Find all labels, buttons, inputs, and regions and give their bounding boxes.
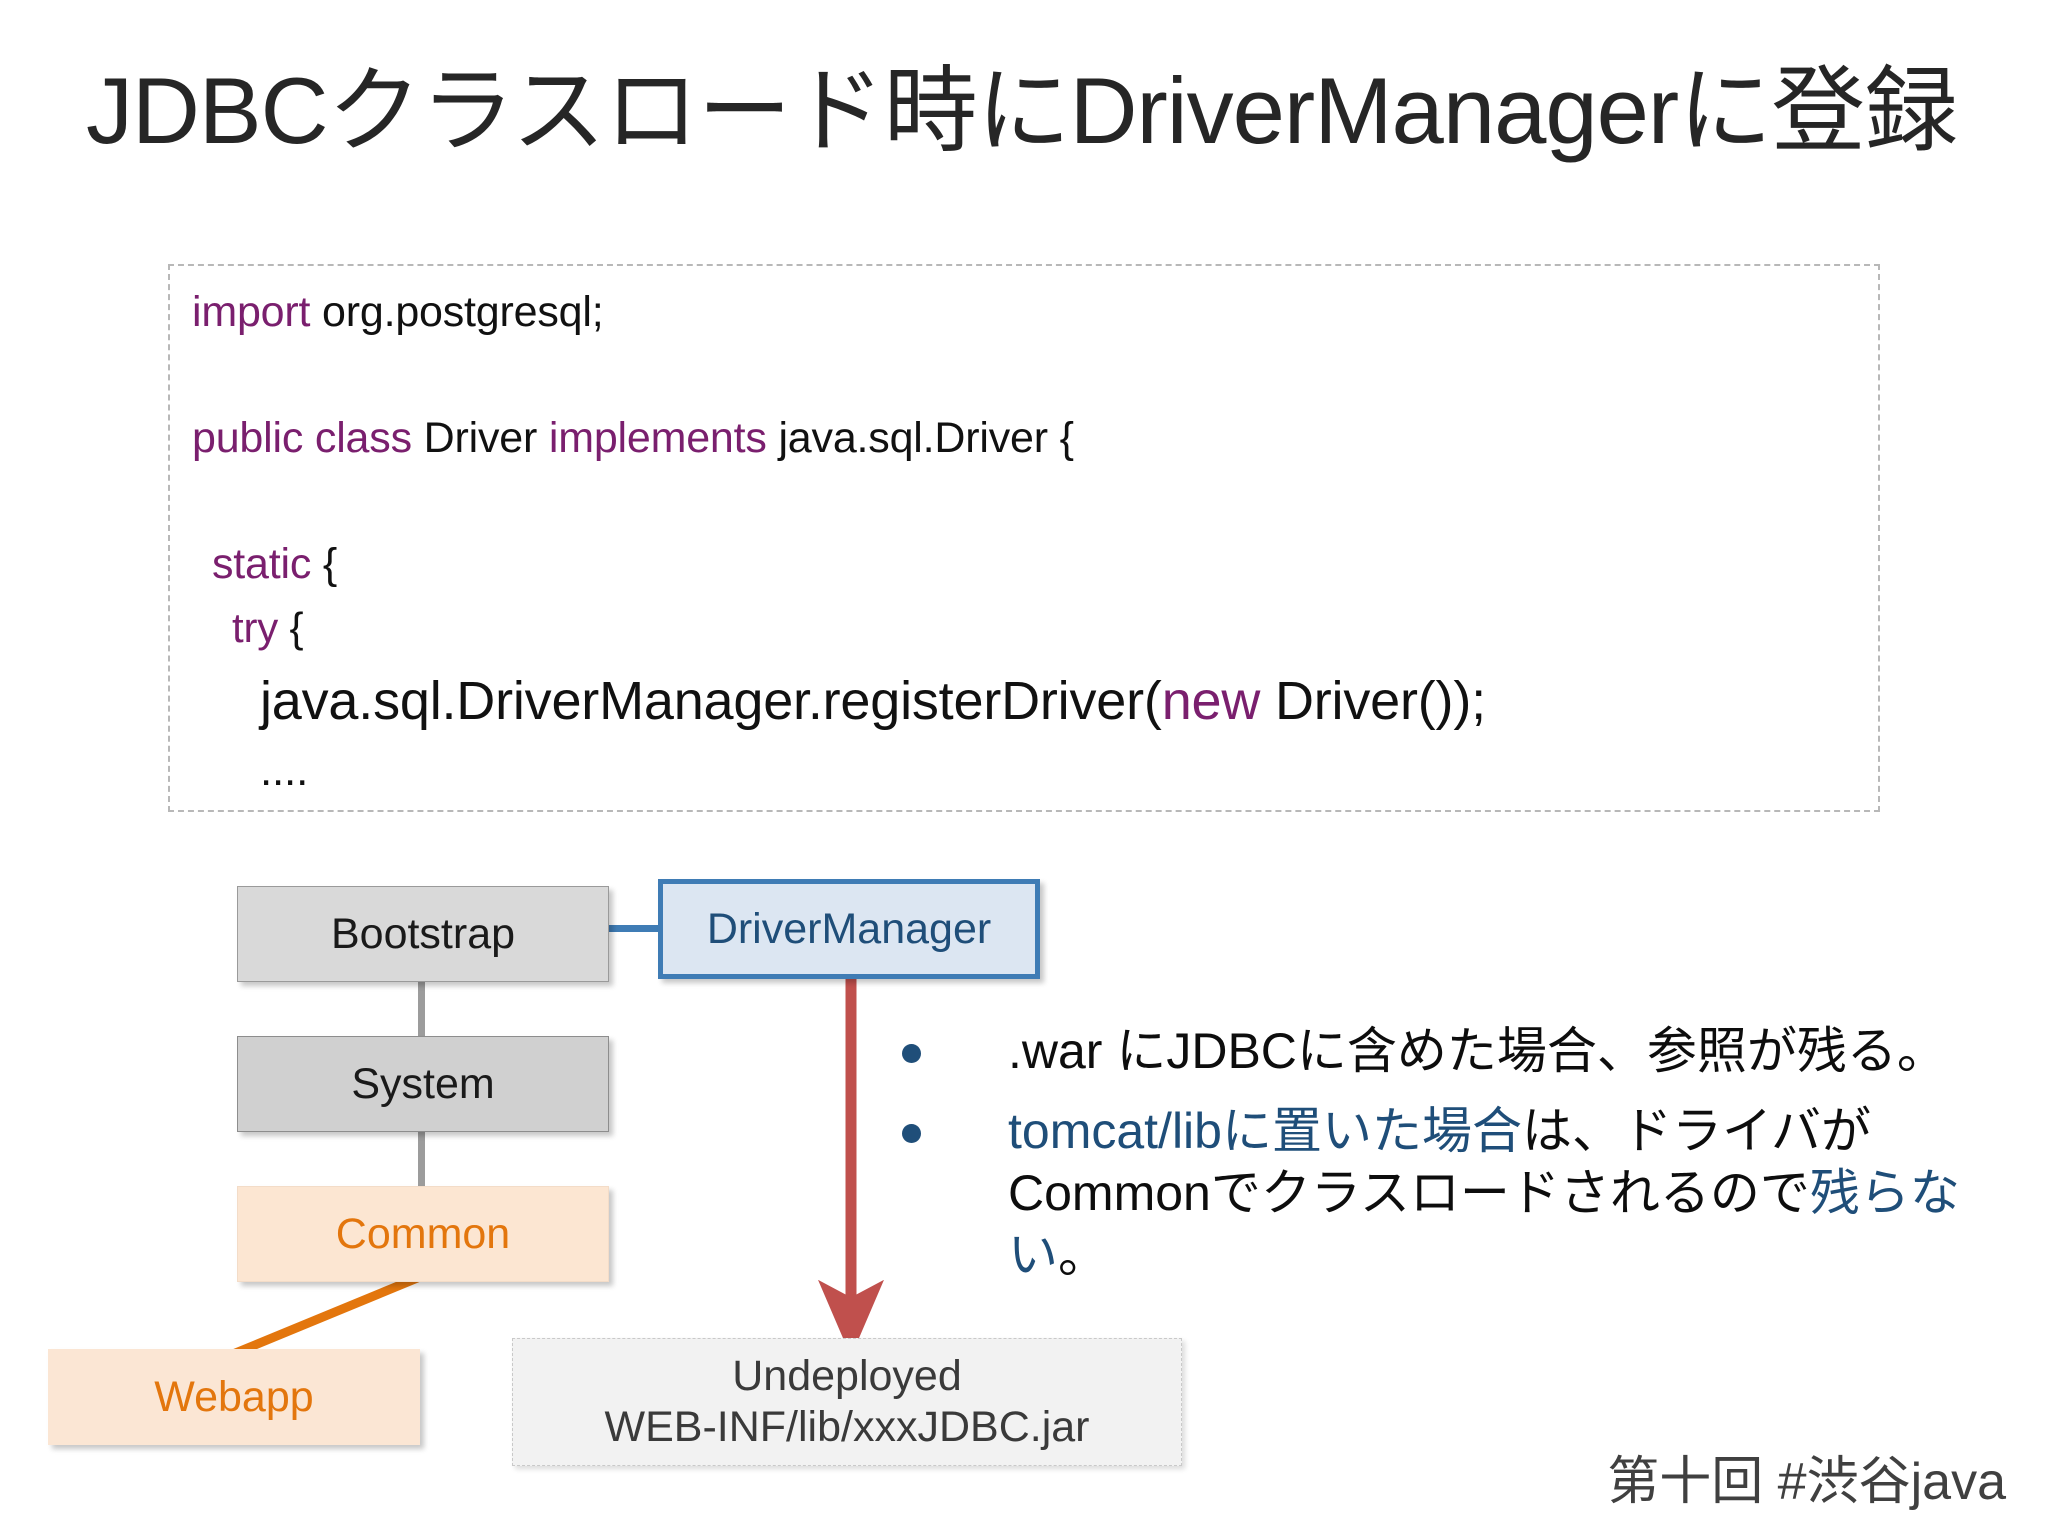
code-line-ellipsis: .... — [260, 746, 309, 795]
node-undeployed[interactable]: Undeployed WEB-INF/lib/xxxJDBC.jar — [512, 1338, 1182, 1466]
code-line-import: import org.postgresql; — [192, 288, 604, 337]
node-bootstrap-label: Bootstrap — [330, 909, 516, 958]
code-line-class: public class Driver implements java.sql.… — [192, 414, 1074, 463]
bullet-list: .war にJDBCに含めた場合、参照が残る。 tomcat/libに置いた場合… — [890, 1020, 2030, 1304]
connector-common-webapp — [232, 1266, 438, 1358]
code-block: import org.postgresql; public class Driv… — [168, 264, 1880, 812]
node-system[interactable]: System — [237, 1036, 609, 1132]
connector-bootstrap-system — [418, 982, 425, 1036]
bullet-item-1: .war にJDBCに含めた場合、参照が残る。 — [890, 1020, 2030, 1082]
node-undeployed-path: WEB-INF/lib/xxxJDBC.jar — [604, 1403, 1090, 1451]
node-webapp[interactable]: Webapp — [48, 1349, 420, 1445]
bullet-item-2-seg-nokori: 残らない — [1008, 1165, 1960, 1283]
bullet-item-2: tomcat/libに置いた場合は、ドライバが Commonでクラスロードされるの… — [890, 1100, 2030, 1286]
keyword-implements: implements — [548, 414, 767, 462]
bullet-item-2-seg-tomcat: tomcat/libに置いた場合 — [1008, 1103, 1522, 1159]
arrow-drivermanager-to-undeployed — [818, 975, 884, 1357]
keyword-public-class: public class — [192, 414, 412, 462]
bullet-item-2-seg-driver: は、ドライバが — [1521, 1103, 1871, 1159]
bullet-dot-icon — [902, 1044, 921, 1063]
node-common[interactable]: Common — [237, 1186, 609, 1282]
node-bootstrap[interactable]: Bootstrap — [237, 886, 609, 982]
node-webapp-label: Webapp — [154, 1372, 314, 1421]
bullet-item-2-seg-period: 。 — [1058, 1227, 1108, 1283]
keyword-static: static — [212, 540, 312, 588]
code-register-pre: java.sql.DriverManager.registerDriver( — [260, 671, 1162, 731]
bullet-item-1-text: .war にJDBCに含めた場合、参照が残る。 — [1008, 1023, 1947, 1079]
code-line-static: static { — [212, 540, 337, 589]
footer-hashtag: 第十回 #渋谷java — [1607, 1453, 2006, 1511]
keyword-new: new — [1161, 671, 1261, 731]
node-drivermanager-label: DriverManager — [706, 904, 992, 953]
node-common-label: Common — [335, 1209, 511, 1258]
page-title: JDBCクラスロード時にDriverManagerに登録 — [86, 58, 1958, 163]
code-static-rest: { — [311, 540, 338, 588]
code-class-rest: java.sql.Driver { — [766, 414, 1074, 462]
connector-bootstrap-drivermanager — [609, 925, 663, 932]
keyword-try: try — [232, 604, 279, 651]
node-undeployed-title: Undeployed — [732, 1352, 962, 1401]
keyword-import: import — [192, 288, 311, 336]
node-system-label: System — [351, 1059, 495, 1108]
bullet-dot-icon — [902, 1124, 921, 1143]
bullet-item-2-seg-common: Commonでクラスロードされるので — [1008, 1165, 1810, 1221]
code-register-post: Driver()); — [1260, 671, 1486, 731]
code-import-rest: org.postgresql; — [310, 288, 604, 336]
code-class-name: Driver — [411, 414, 549, 462]
connector-system-common — [418, 1132, 425, 1186]
code-try-rest: { — [278, 604, 304, 651]
code-line-try: try { — [232, 604, 304, 652]
node-drivermanager[interactable]: DriverManager — [658, 879, 1040, 979]
code-line-register-driver: java.sql.DriverManager.registerDriver(ne… — [260, 670, 1486, 732]
